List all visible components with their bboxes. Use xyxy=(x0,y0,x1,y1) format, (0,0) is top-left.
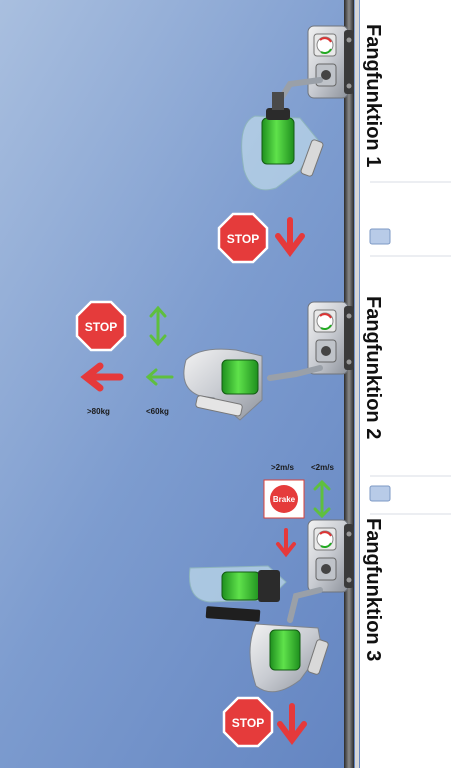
weight-label-heavy: >80kg xyxy=(87,407,110,416)
section-3-mechanism xyxy=(188,519,355,693)
section-2-title: Fangfunktion 2 xyxy=(362,296,384,440)
section-1-mechanism xyxy=(241,25,355,191)
section-2-left-red-arrow xyxy=(80,362,124,392)
speed-label-fast: >2m/s xyxy=(271,463,294,472)
section-3-down-arrow xyxy=(277,703,307,745)
section-3-stop-text: STOP xyxy=(232,716,264,730)
section-3-small-down-arrow xyxy=(276,528,296,558)
section-1-down-arrow xyxy=(275,217,305,257)
section-1-title: Fangfunktion 1 xyxy=(362,24,384,168)
weight-label-light: <60kg xyxy=(146,407,169,416)
section-2-left-green-arrow xyxy=(145,368,174,386)
section-2-stop-text: STOP xyxy=(85,320,117,334)
section-3-vertical-arrow xyxy=(313,479,331,519)
brake-sign xyxy=(263,479,305,519)
section-1-stop-text: STOP xyxy=(227,232,259,246)
guide-rail xyxy=(344,0,354,768)
section-2-mechanism xyxy=(183,301,355,421)
brake-text: Brake xyxy=(273,495,296,504)
section-3-title: Fangfunktion 3 xyxy=(362,518,384,662)
section-2-vertical-arrow xyxy=(149,305,167,347)
speed-label-slow: <2m/s xyxy=(311,463,334,472)
title-strip xyxy=(360,0,451,768)
